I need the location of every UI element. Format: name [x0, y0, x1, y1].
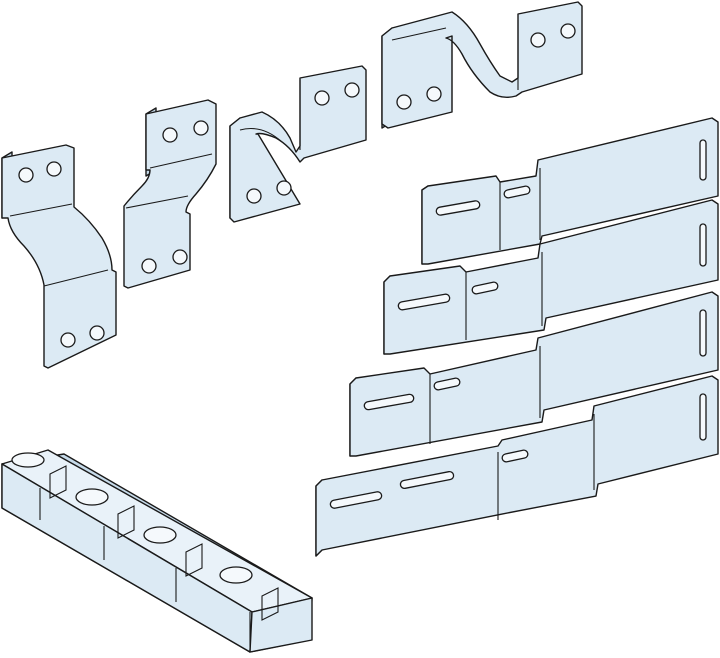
connector-bracket-z-bend: [229, 65, 367, 223]
connector-bracket-short-bend: [123, 99, 217, 289]
extension-bar-4: [315, 375, 719, 557]
busbar-support-block: [1, 449, 313, 653]
connector-bracket-tall-z-bend: [381, 1, 583, 129]
extension-bar-2: [383, 199, 719, 355]
connector-bracket-single-bend: [1, 144, 117, 369]
extension-bar-1: [421, 117, 719, 265]
extension-bar-3: [349, 291, 719, 457]
